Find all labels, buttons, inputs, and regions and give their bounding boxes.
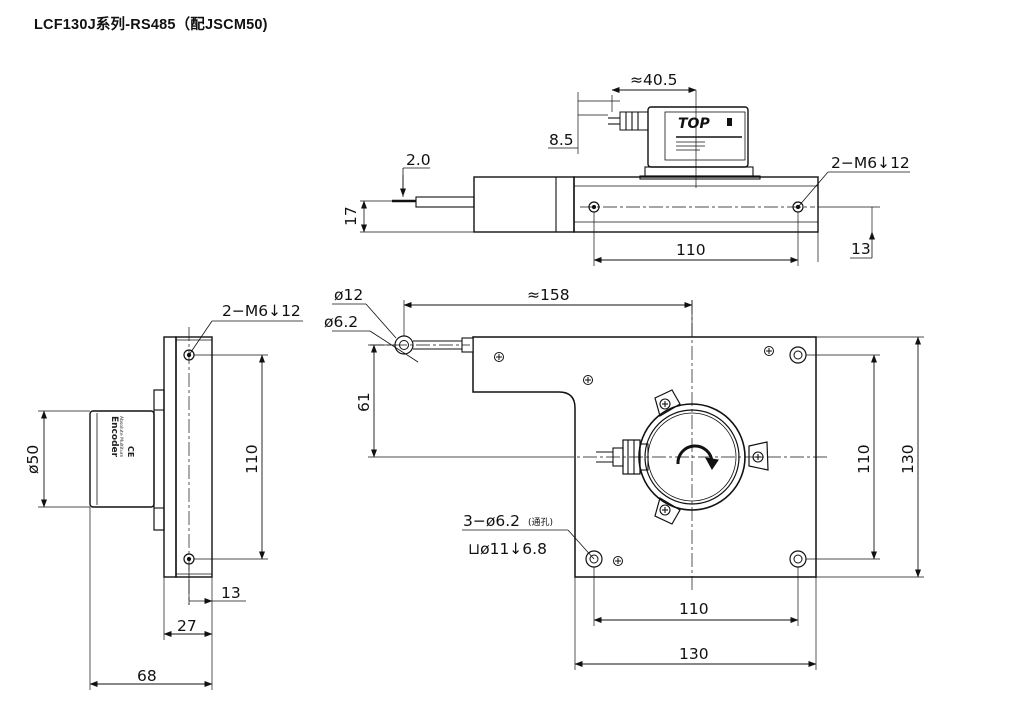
side-view <box>38 320 303 690</box>
side-view-labels: Encoder Absolute Multiturn CE 2−M6↓12 ø5… <box>24 302 301 685</box>
dim-front-width: 130 <box>679 645 709 663</box>
front-view-labels: ø12 ø6.2 ≈158 61 110 130 3−ø6.2 (通孔) ⊔ø1… <box>324 286 917 663</box>
dim-top-wire-offset: 2.0 <box>406 151 431 169</box>
dim-side-total-width: 68 <box>137 667 157 685</box>
dim-front-holes-note-cn: (通孔) <box>528 517 553 528</box>
ce-mark: CE <box>126 446 135 457</box>
dim-front-wire-height: 61 <box>355 392 373 412</box>
dim-front-counterbore: ⊔ø11↓6.8 <box>468 540 547 558</box>
encoder-brand-label: Absolute Multiturn <box>118 416 124 457</box>
dim-top-cable-length: ≈40.5 <box>630 71 678 89</box>
dim-side-thread: 2−M6↓12 <box>222 302 301 320</box>
top-view: TOP <box>360 87 910 266</box>
dim-ring-inner-diameter: ø6.2 <box>324 313 358 331</box>
dim-top-hole-spacing: 110 <box>676 241 706 259</box>
dim-side-hole-spacing: 110 <box>243 444 261 474</box>
front-view <box>332 300 924 670</box>
dim-top-connector-height: 8.5 <box>549 131 574 149</box>
dim-front-total-length: ≈158 <box>527 286 570 304</box>
dim-front-hole-spacing-horizontal: 110 <box>679 600 709 618</box>
dim-side-edge-offset: 13 <box>221 584 241 602</box>
dim-top-edge-offset: 13 <box>851 240 871 258</box>
encoder-label: Encoder <box>109 416 119 458</box>
top-view-labels: ≈40.5 8.5 2.0 17 110 13 2−M6↓12 <box>342 71 910 259</box>
svg-text:TOP: TOP <box>678 116 710 132</box>
dim-front-holes-note: 3−ø6.2 <box>463 512 520 530</box>
dim-top-height: 17 <box>342 206 360 226</box>
dim-front-hole-spacing-vertical: 110 <box>855 444 873 474</box>
dim-side-base-thickness: 27 <box>177 617 197 635</box>
drawing-title: LCF130J系列-RS485（配JSCM50) <box>34 17 268 33</box>
dim-ring-outer-diameter: ø12 <box>334 286 363 304</box>
dim-front-height: 130 <box>899 444 917 474</box>
dim-top-thread: 2−M6↓12 <box>831 154 910 172</box>
dim-side-encoder-diameter: ø50 <box>24 445 42 474</box>
